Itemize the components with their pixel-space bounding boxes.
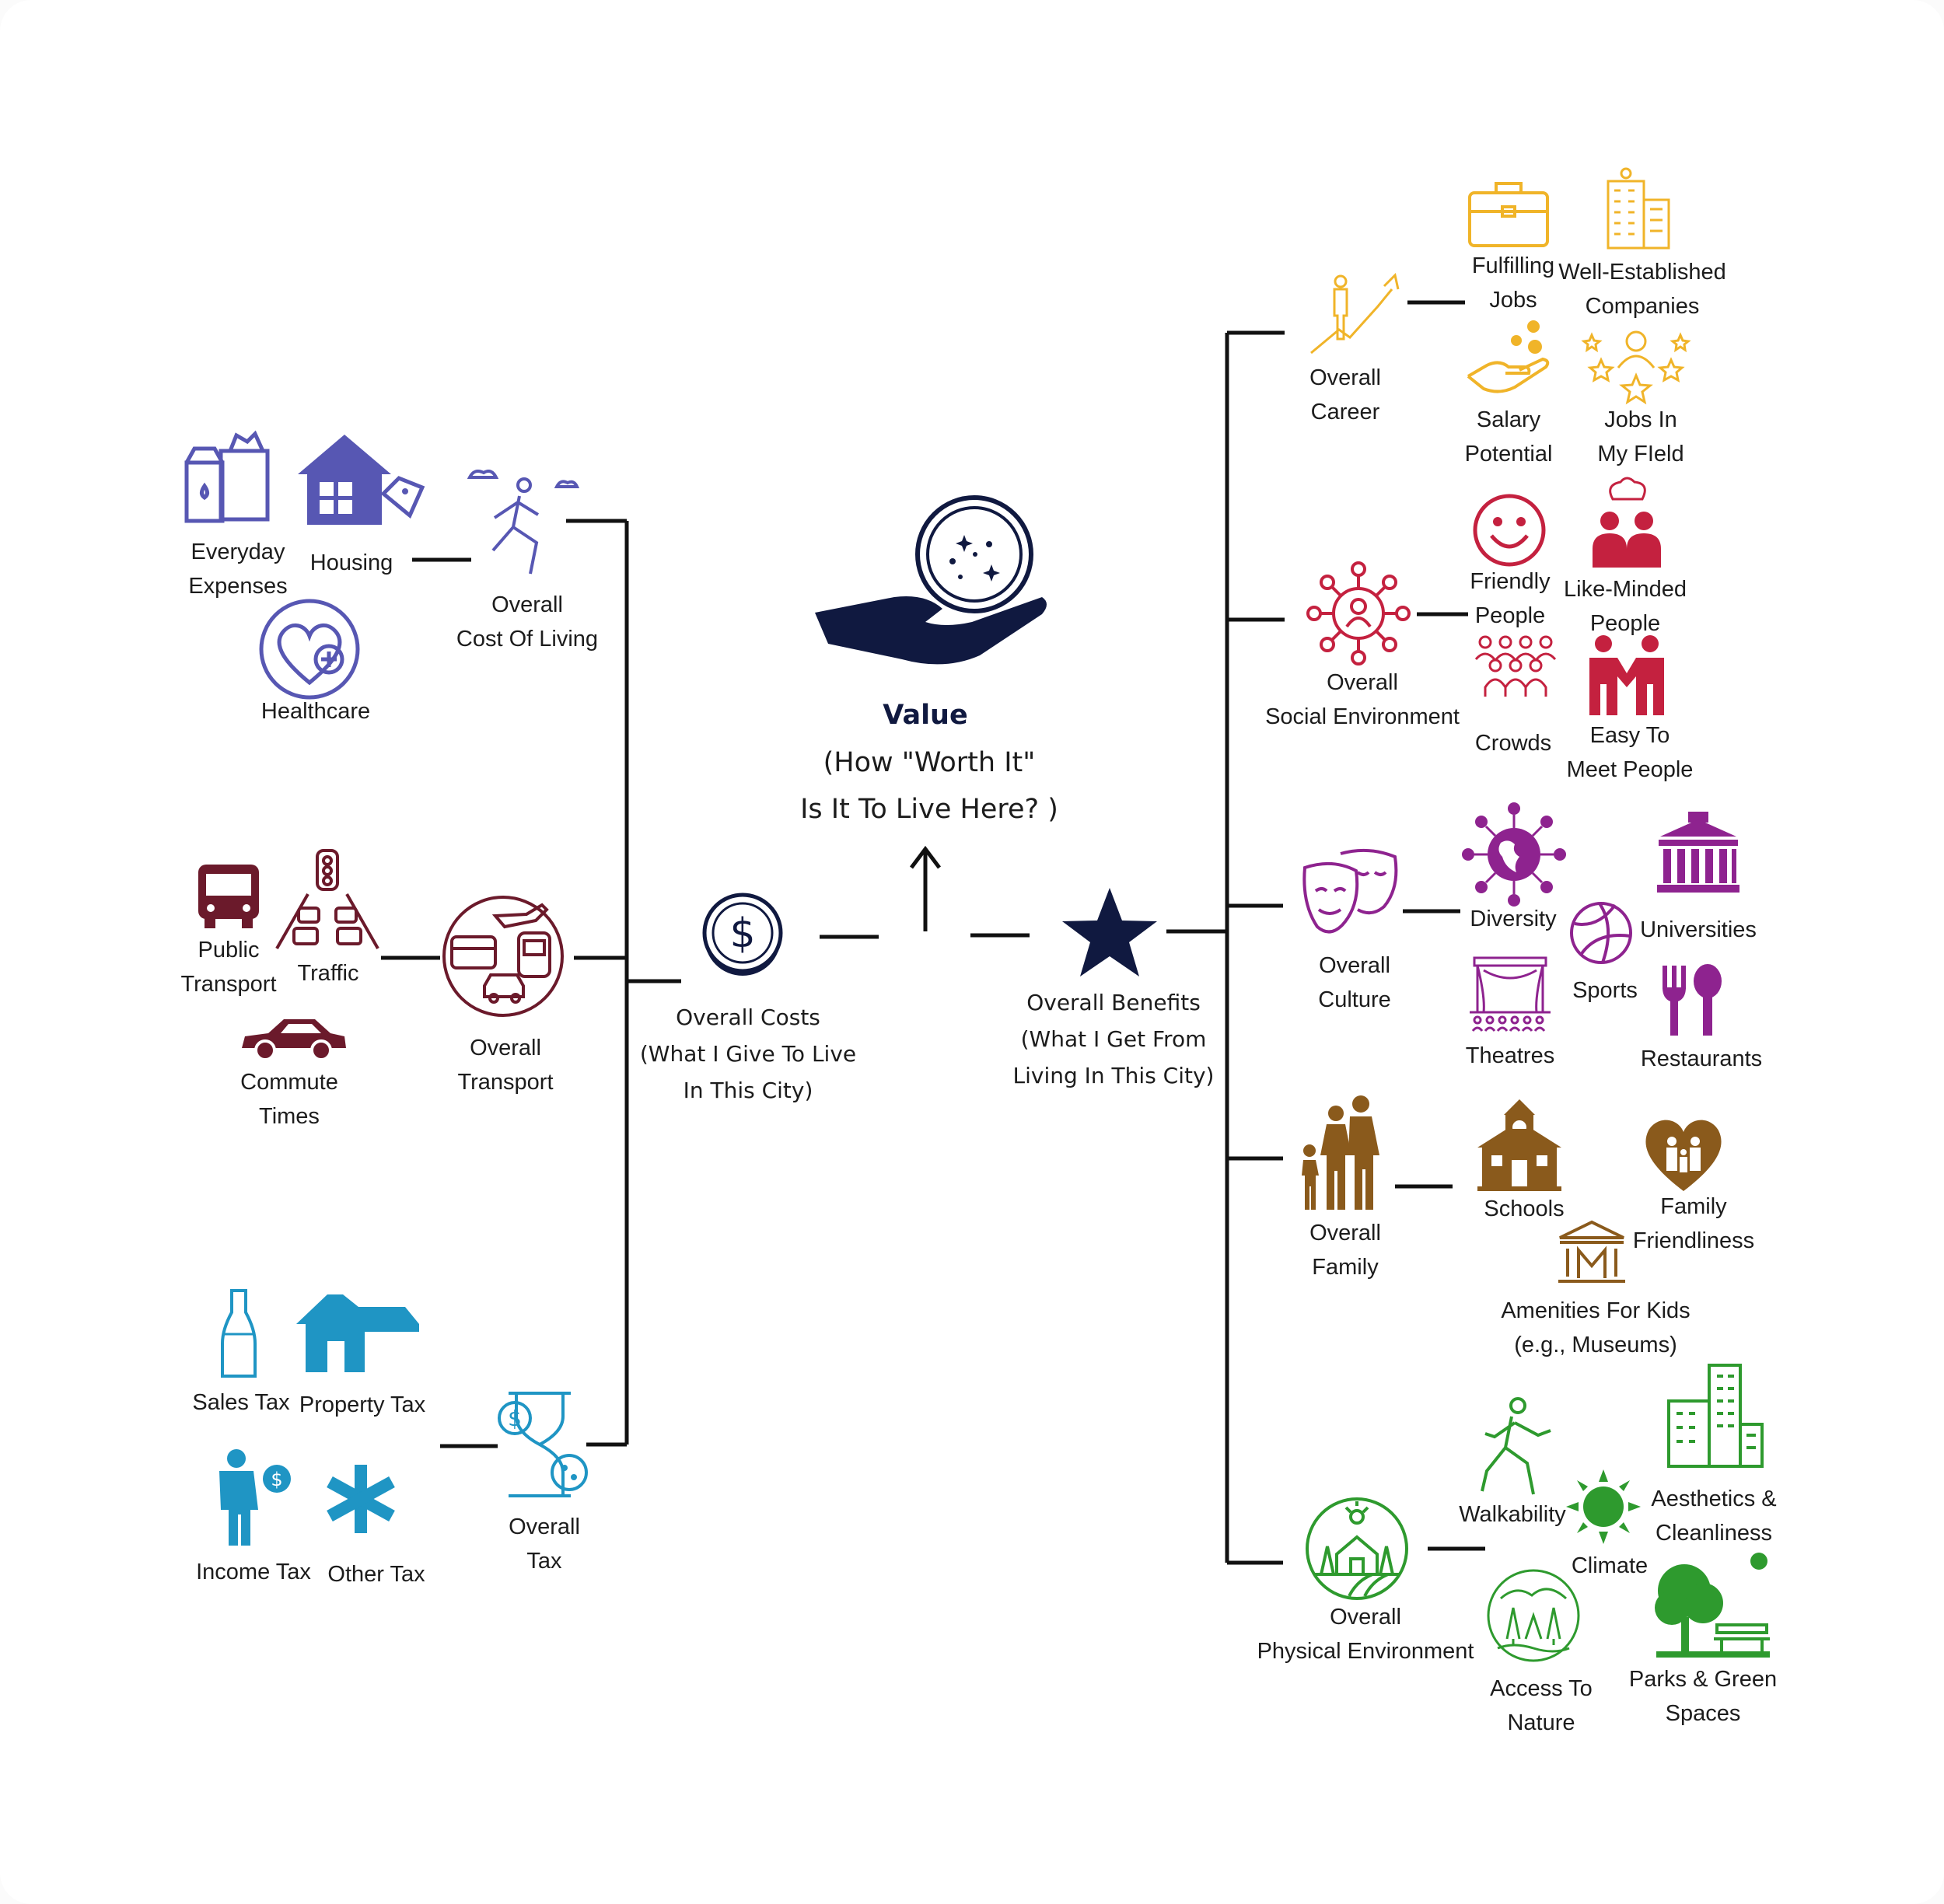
sales-tax-label: Sales Tax: [192, 1390, 290, 1415]
walking-person-icon: [467, 470, 580, 575]
city-skyline-icon: [1667, 1364, 1764, 1468]
aesthetics-cleanliness-label: Aesthetics &Cleanliness: [1651, 1487, 1777, 1546]
sports-label: Sports: [1572, 978, 1638, 1003]
house-tag-icon: [298, 435, 425, 525]
income-tax-label: Income Tax: [196, 1560, 311, 1584]
asterisk-icon: [327, 1465, 395, 1533]
career-growth-icon: [1310, 273, 1400, 355]
dollar-coin-icon: $: [702, 893, 783, 976]
school-icon: [1477, 1099, 1561, 1191]
social-network-icon: [1306, 561, 1411, 666]
restaurants-label: Restaurants: [1640, 1046, 1763, 1071]
universities-label: Universities: [1640, 917, 1757, 942]
hourglass-money-icon: $: [498, 1392, 588, 1497]
theatres-label: Theatres: [1465, 1043, 1555, 1068]
traffic-label: Traffic: [297, 961, 359, 986]
svg-text:$: $: [508, 1406, 522, 1431]
fork-spoon-icon: [1663, 964, 1722, 1036]
theatre-masks-icon: [1302, 848, 1398, 934]
svg-text:$: $: [729, 910, 755, 957]
groceries-icon: [184, 430, 270, 523]
sun-icon: [1566, 1469, 1641, 1544]
briefcase-icon: [1468, 182, 1549, 247]
healthcare-label: Healthcare: [260, 699, 371, 724]
like-minded-icon: [1593, 477, 1661, 568]
theatre-stage-icon: [1470, 956, 1551, 1032]
diversity-globe-icon: [1462, 802, 1566, 907]
value-title: Value: [883, 700, 968, 731]
traffic-light-road-icon: [275, 849, 379, 949]
schools-label: Schools: [1484, 1197, 1565, 1221]
housing-label: Housing: [309, 550, 393, 575]
amenities-for-kids-label: Amenities For Kids(e.g., Museums): [1501, 1298, 1691, 1357]
crowds-label: Crowds: [1474, 731, 1552, 756]
ball-icon: [1570, 902, 1632, 964]
property-tax-label: Property Tax: [299, 1392, 426, 1417]
svg-text:$: $: [271, 1469, 282, 1490]
bus-icon: [198, 865, 259, 928]
hand-coins-icon: [1467, 320, 1550, 393]
family-icon: [1302, 1095, 1379, 1210]
university-building-icon: [1657, 812, 1739, 893]
walking-figure-icon: [1481, 1397, 1551, 1495]
park-bench-tree-icon: [1655, 1553, 1770, 1658]
walkability-label: Walkability: [1459, 1502, 1566, 1527]
museum-icon: [1558, 1220, 1625, 1283]
transport-modes-icon: [442, 896, 564, 1017]
person-stars-icon: [1581, 330, 1691, 405]
house-icon: [296, 1294, 419, 1372]
meet-people-icon: [1589, 635, 1664, 715]
other-tax-label: Other Tax: [327, 1562, 425, 1587]
nature-trees-icon: [1487, 1569, 1580, 1662]
crowd-icon: [1474, 635, 1557, 697]
heart-plus-icon: [259, 599, 360, 700]
village-landscape-icon: [1306, 1497, 1408, 1600]
car-icon: [242, 1019, 346, 1061]
bottle-icon: [221, 1289, 257, 1378]
value-hand-coin-icon: [815, 495, 1047, 665]
star-icon: [1062, 888, 1157, 976]
value-subtitle: (How "Worth It"Is It To Live Here? ): [800, 747, 1058, 825]
diversity-label: Diversity: [1470, 907, 1557, 931]
businessman-icon: $: [219, 1449, 291, 1546]
climate-label: Climate: [1571, 1553, 1649, 1578]
office-buildings-icon: [1607, 167, 1670, 250]
family-heart-icon: [1645, 1120, 1722, 1191]
smiley-icon: [1473, 494, 1546, 567]
